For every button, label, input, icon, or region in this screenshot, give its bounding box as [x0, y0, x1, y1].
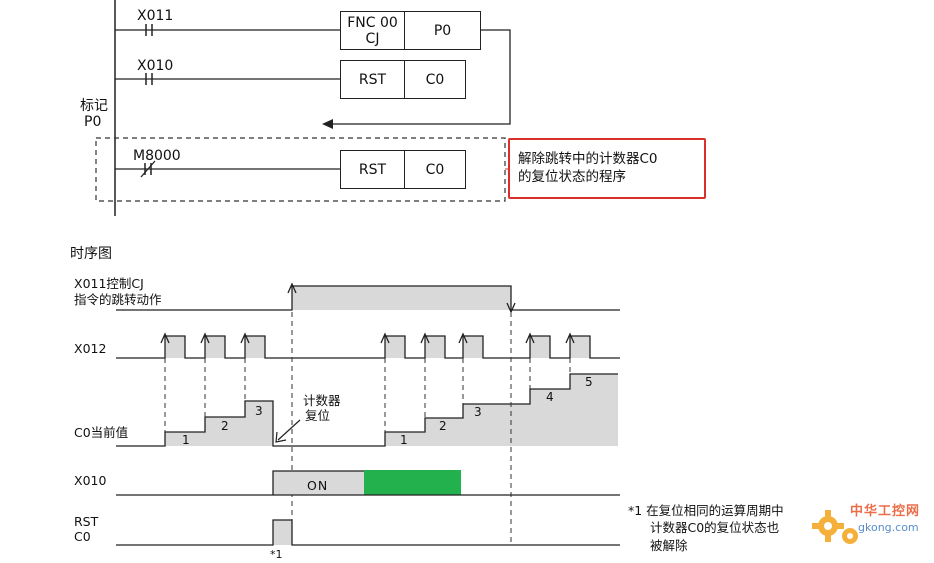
nc-contact-slash	[140, 160, 156, 178]
rst-label: RST	[341, 61, 405, 98]
reset-release-note: 解除跳转中的计数器C0 的复位状态的程序	[508, 138, 706, 199]
contact-m8000-label: M8000	[133, 148, 181, 164]
dashed-region	[95, 137, 506, 202]
contact-x011-label: X011	[137, 8, 174, 24]
on-label: ON	[307, 478, 329, 493]
cj-label-line2: 指令的跳转动作	[74, 292, 162, 307]
fnc-cj-cell: FNC 00 CJ	[341, 12, 405, 49]
note-line-1: 解除跳转中的计数器C0	[518, 151, 658, 167]
counter-label: C0	[425, 161, 445, 178]
x012-label: X012	[74, 341, 107, 356]
x010-label: X010	[74, 473, 107, 488]
on-highlight-bar	[364, 470, 461, 495]
step-before-2: 2	[221, 419, 229, 433]
rst-label-line1: RST	[74, 514, 99, 529]
fnc-mnemonic: CJ	[365, 30, 380, 47]
cj-label-line1: X011控制CJ	[74, 276, 144, 291]
watermark: 中华工控网 gkong.com	[806, 492, 932, 556]
reset-note-line1: 计数器	[303, 393, 341, 408]
step-after-4: 4	[546, 390, 554, 404]
step-after-2: 2	[439, 419, 447, 433]
c0-value-signal	[116, 373, 618, 447]
rst-box-rung3: RST C0	[340, 150, 466, 189]
reset-note-line2: 复位	[305, 408, 331, 423]
footnote-line2: 计数器C0的复位状态也	[650, 520, 780, 535]
marker-label: 标记	[80, 98, 108, 114]
watermark-url: gkong.com	[858, 521, 919, 534]
jump-arrow	[322, 119, 333, 129]
timing-title: 时序图	[70, 246, 112, 262]
fnc-operand: P0	[433, 22, 452, 39]
footnote-line3: 被解除	[650, 538, 688, 553]
rst-box-rung2: RST C0	[340, 60, 466, 99]
contact-x010-label: X010	[137, 58, 174, 74]
step-before-1: 1	[182, 433, 190, 447]
step-before-3: 3	[255, 404, 263, 418]
rst-label: RST	[341, 151, 405, 188]
fnc-code: FNC 00	[347, 14, 398, 31]
step-after-3: 3	[474, 405, 482, 419]
footnote-mark: *1	[270, 548, 283, 561]
c0-value-label: C0当前值	[74, 425, 129, 440]
step-after-5: 5	[585, 375, 593, 389]
fnc-instruction-box: FNC 00 CJ P0	[340, 11, 481, 50]
rst-c0-signal	[116, 519, 620, 546]
step-after-1: 1	[400, 433, 408, 447]
jump-line	[326, 29, 511, 125]
rst-label-line2: C0	[74, 529, 91, 544]
counter-label: C0	[425, 71, 445, 88]
watermark-brand: 中华工控网	[850, 504, 921, 519]
x012-signal	[116, 335, 620, 359]
x010-signal	[116, 470, 364, 496]
marker-p0-label: P0	[84, 114, 102, 130]
cj-signal	[116, 285, 620, 311]
footnote-line1: *1 在复位相同的运算周期中	[628, 503, 784, 518]
gear-icon	[812, 510, 858, 544]
note-line-2: 的复位状态的程序	[518, 169, 626, 185]
